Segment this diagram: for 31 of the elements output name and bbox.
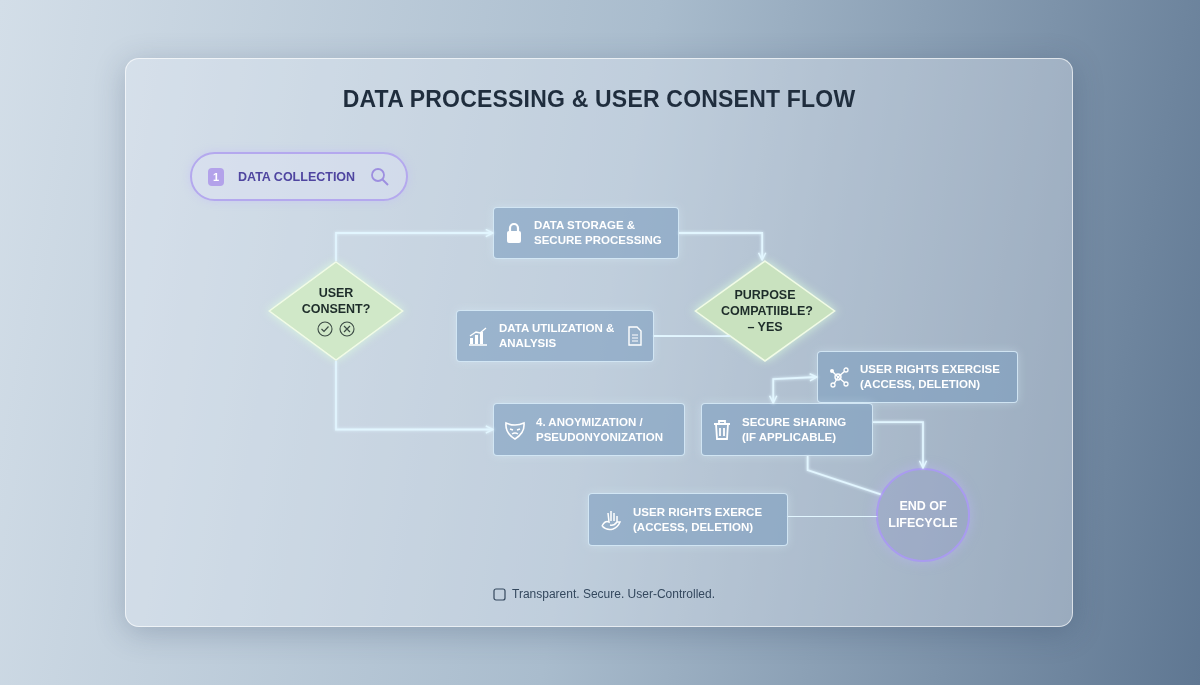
- arrow: [369, 331, 457, 341]
- process-box: [588, 493, 788, 546]
- node-label: END OF LIFECYCLE: [887, 498, 959, 532]
- node-label: USER RIGHTS EXERCE (ACCESS, DELETION): [633, 504, 764, 535]
- arrow: [872, 421, 928, 469]
- process-box: [456, 310, 654, 362]
- process-box: [817, 351, 1018, 403]
- node-label: DATA STORAGE & SECURE PROCESSING: [534, 218, 663, 248]
- node-label: USER RIGHTS EXERCISE (ACCESS, DELETION): [860, 362, 1001, 392]
- step-number-badge: 1: [208, 167, 224, 186]
- diagram-title: DATA PROCESSING & USER CONSENT FLOW: [341, 86, 857, 113]
- decision-diamond: [268, 261, 404, 361]
- node-label: 4. ANOYMIZATION / PSEUDONYONIZATION: [536, 414, 664, 445]
- process-box: [493, 403, 685, 456]
- connector-line: [806, 455, 882, 496]
- arrow: [787, 512, 877, 522]
- arrow: [335, 360, 494, 434]
- node-label: DATA COLLECTION: [238, 169, 356, 184]
- arrow: [653, 332, 731, 341]
- arrow: [678, 232, 767, 261]
- node-label: DATA UTILIZATION & ANALYSIS: [499, 321, 616, 351]
- start-pill: [190, 152, 408, 201]
- decision-diamond: [694, 260, 836, 362]
- footer-note: Transparent. Secure. User-Controlled.: [512, 587, 715, 601]
- node-label: – YES: [747, 319, 783, 336]
- node-label: SECURE SHARING (IF APPLICABLE): [742, 414, 848, 445]
- process-box: [701, 403, 873, 456]
- arrow: [335, 228, 494, 262]
- node-label: USER CONSENT?: [300, 284, 372, 318]
- arrow: [768, 373, 818, 404]
- process-box: [493, 207, 679, 259]
